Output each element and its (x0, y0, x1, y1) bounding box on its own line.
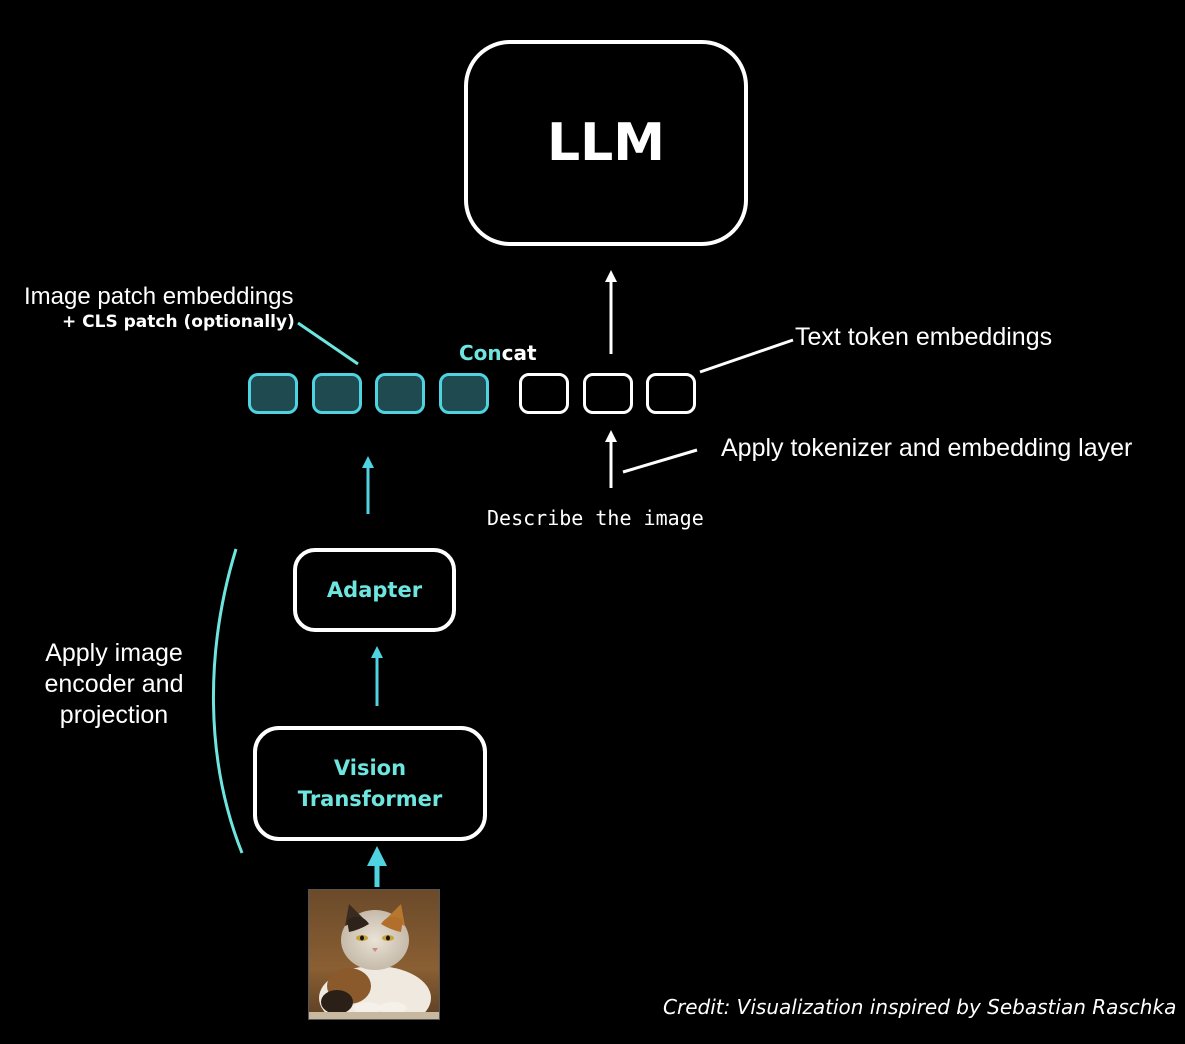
llm-box: LLM (464, 40, 748, 246)
image-patch-embedding (248, 373, 298, 414)
vision-transformer-box: Vision Transformer (253, 726, 487, 841)
image-patch-embeddings-label: Image patch embeddings (24, 283, 294, 310)
prompt-text: Describe the image (487, 506, 704, 530)
cat-photo-icon (308, 889, 440, 1020)
image-encoder-label: Apply image encoder and projection (44, 639, 184, 729)
concat-label: Concat (459, 341, 537, 365)
credit-text: Credit: Visualization inspired by Sebast… (663, 995, 1177, 1019)
concat-label-teal: Con (459, 341, 502, 365)
tokenizer-label: Apply tokenizer and embedding layer (721, 434, 1133, 462)
image-patch-embedding (312, 373, 362, 414)
adapter-label: Adapter (326, 577, 423, 602)
tokenizer-label-pointer (622, 448, 698, 474)
vision-transformer-line1: Vision (333, 756, 407, 781)
cls-patch-label: + CLS patch (optionally) (62, 312, 295, 332)
concat-label-white: cat (501, 341, 537, 365)
vision-transformer-label: Vision Transformer (298, 753, 442, 814)
text-token-embedding (646, 373, 696, 414)
text-token-embeddings-label: Text token embeddings (795, 323, 1053, 351)
vision-transformer-line2: Transformer (297, 786, 443, 811)
adapter-box: Adapter (293, 548, 456, 632)
image-patch-embedding (375, 373, 425, 414)
image-patch-embedding (439, 373, 489, 414)
patch-label-pointer (297, 321, 359, 366)
text-token-label-pointer (699, 338, 794, 374)
text-token-embedding (519, 373, 569, 414)
text-token-embedding (583, 373, 633, 414)
llm-label: LLM (546, 113, 665, 173)
encoder-bracket (212, 548, 244, 854)
